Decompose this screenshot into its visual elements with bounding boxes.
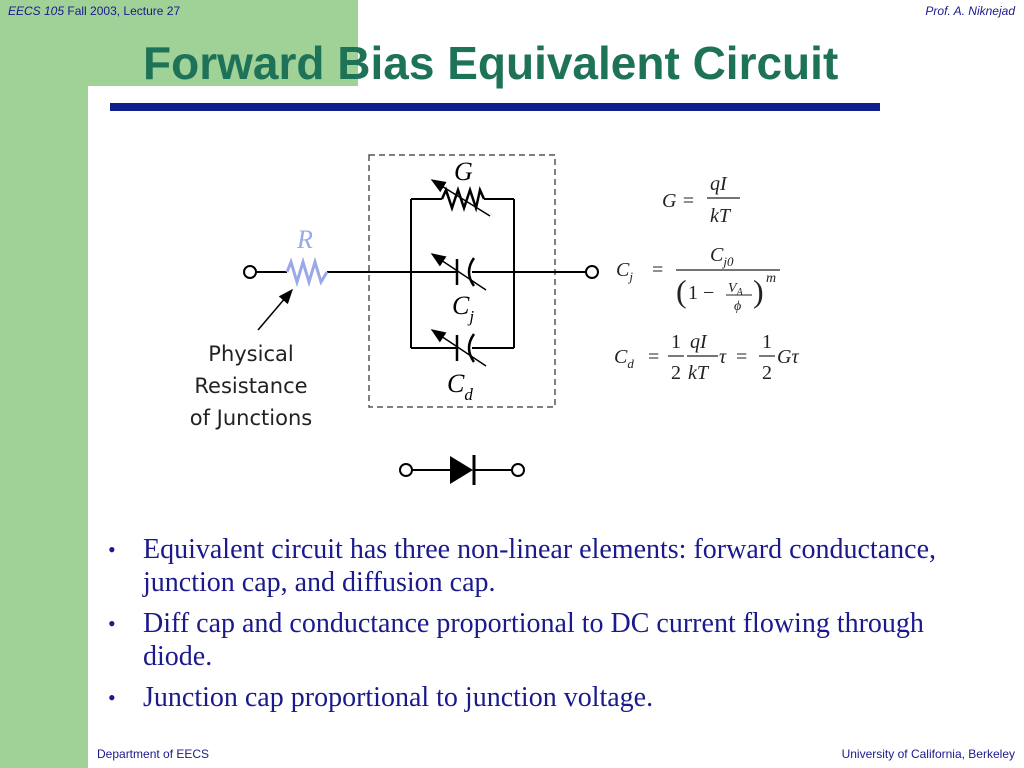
conductance-g-resistor (440, 186, 486, 213)
junction-capacitor (455, 257, 476, 287)
svg-text:G =: G = (662, 190, 695, 212)
bullet-list: Equivalent circuit has three non-linear … (108, 533, 958, 722)
bullet-item: Diff cap and conductance proportional to… (108, 607, 958, 673)
svg-text:Cj: Cj (616, 259, 633, 284)
physical-resistance-arrow (257, 288, 293, 331)
svg-text:): ) (753, 273, 764, 309)
svg-text:qI: qI (710, 173, 728, 195)
equation-cd: Cd = 1 2 qI kT τ = 1 2 Gτ (614, 331, 799, 384)
svg-text:Cj0: Cj0 (710, 244, 734, 269)
physical-resistance-line-3: of Junctions (189, 406, 313, 430)
footer-department: Department of EECS (97, 747, 210, 761)
svg-text:1: 1 (671, 331, 681, 353)
equation-g: G = qI kT (662, 173, 740, 227)
svg-text:kT: kT (688, 362, 710, 384)
cj-variable-arrow (430, 253, 487, 291)
bullet-item: Junction cap proportional to junction vo… (108, 681, 958, 714)
svg-text:Gτ: Gτ (777, 346, 799, 368)
header-course: EECS 105 Fall 2003, Lecture 27 (8, 4, 180, 18)
svg-text:2: 2 (671, 362, 681, 384)
svg-text:1 −: 1 − (688, 282, 714, 304)
top-green-band (0, 0, 358, 86)
diffusion-capacitor (455, 333, 476, 363)
svg-text:τ: τ (719, 346, 727, 368)
content-corner (88, 86, 168, 166)
diode-symbol (399, 455, 525, 485)
physical-resistance-label: Physical Resistance of Junctions (186, 338, 316, 434)
right-terminal (585, 265, 599, 279)
svg-text:2: 2 (762, 362, 772, 384)
resistor-r-label: R (296, 225, 313, 254)
equivalent-circuit-diagram: R G Cj Cd G = qI kT (243, 154, 799, 485)
left-green-band (0, 0, 88, 768)
svg-text:ϕ: ϕ (734, 299, 741, 314)
series-resistor-r (285, 256, 329, 288)
cd-label: Cd (447, 369, 473, 404)
slide-title: Forward Bias Equivalent Circuit (143, 37, 839, 89)
svg-text:Cd: Cd (614, 346, 634, 371)
svg-text:1: 1 (762, 331, 772, 353)
left-terminal (243, 265, 257, 279)
svg-text:qI: qI (690, 331, 708, 353)
svg-text:VA: VA (728, 281, 744, 298)
svg-text:m: m (766, 271, 776, 286)
conductance-variable-arrow (430, 179, 491, 217)
device-boundary-box (368, 154, 556, 408)
header-author: Prof. A. Niknejad (925, 4, 1015, 18)
parallel-branches (410, 198, 515, 349)
svg-text:=: = (736, 346, 747, 368)
course-term: Fall 2003, Lecture 27 (67, 4, 181, 18)
bullet-item: Equivalent circuit has three non-linear … (108, 533, 958, 599)
course-code: EECS 105 (8, 4, 65, 18)
cd-variable-arrow (430, 329, 487, 367)
svg-text:kT: kT (710, 205, 732, 227)
title-rule (110, 103, 880, 111)
svg-text:=: = (648, 346, 659, 368)
svg-text:(: ( (676, 273, 687, 309)
equation-cj: Cj = Cj0 ( 1 − VA ϕ ) m (616, 244, 780, 314)
conductance-g-label: G (454, 157, 473, 186)
physical-resistance-line-2: Resistance (194, 374, 308, 398)
footer-university: University of California, Berkeley (841, 747, 1015, 761)
cj-label: Cj (452, 291, 474, 326)
svg-text:=: = (652, 259, 663, 281)
physical-resistance-line-1: Physical (208, 342, 294, 366)
